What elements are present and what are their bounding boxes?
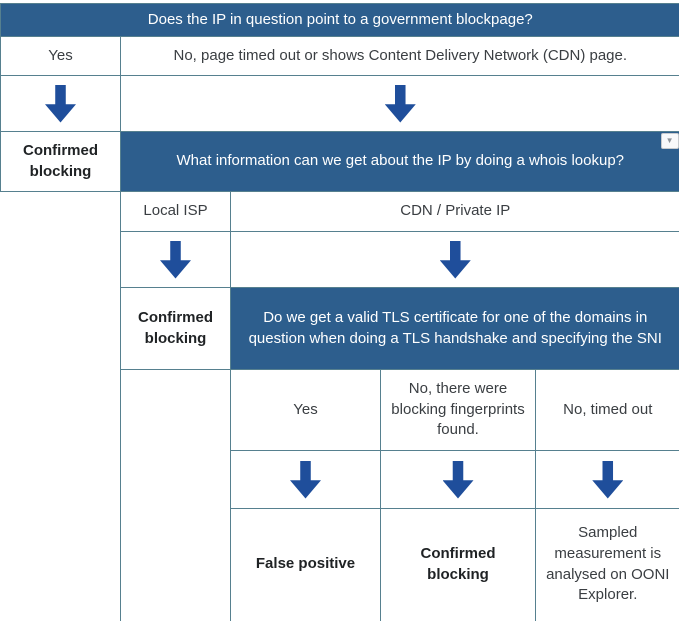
q3-answer-yes: Yes bbox=[230, 369, 381, 451]
q1-yes-arrow-cell bbox=[0, 75, 121, 132]
q3-fingerprints-outcome: Confirmed blocking bbox=[380, 508, 536, 621]
q2-answer-cdn: CDN / Private IP bbox=[229, 191, 679, 232]
q1-answer-no: No, page timed out or shows Content Deli… bbox=[119, 36, 679, 76]
q3-yes-arrow-cell bbox=[230, 450, 381, 509]
decision-flowchart-table: Does the IP in question point to a gover… bbox=[0, 3, 679, 621]
question-1-header: Does the IP in question point to a gover… bbox=[0, 3, 679, 37]
down-arrow-icon bbox=[439, 240, 471, 279]
down-arrow-icon bbox=[160, 240, 191, 279]
question-3-text: Do we get a valid TLS certificate for on… bbox=[248, 308, 662, 347]
q3-answer-fingerprints: No, there were blocking fingerprints fou… bbox=[380, 369, 536, 451]
question-1-text: Does the IP in question point to a gover… bbox=[147, 10, 533, 28]
q3-timeout-outcome: Sampled measurement is analysed on OONI … bbox=[534, 508, 679, 621]
q2-cdn-arrow-cell bbox=[229, 231, 679, 288]
down-arrow-icon bbox=[384, 84, 416, 123]
down-arrow-icon bbox=[592, 460, 624, 499]
empty-left-column bbox=[1, 192, 121, 621]
q2-answer-local-isp: Local ISP bbox=[120, 191, 231, 232]
q1-no-arrow-cell bbox=[119, 75, 679, 132]
dropdown-caret-icon: ▼ bbox=[665, 136, 674, 145]
down-arrow-icon bbox=[290, 460, 321, 499]
q3-yes-outcome: False positive bbox=[230, 508, 381, 621]
question-3-header: Do we get a valid TLS certificate for on… bbox=[229, 287, 679, 370]
q3-fingerprints-arrow-cell bbox=[380, 450, 536, 509]
question-2-text: What information can we get about the IP… bbox=[176, 152, 625, 170]
question-2-header: What information can we get about the IP… bbox=[119, 131, 679, 192]
q3-timeout-arrow-cell bbox=[534, 450, 679, 509]
down-arrow-icon bbox=[442, 460, 474, 499]
q1-yes-outcome: Confirmed blocking bbox=[0, 131, 121, 192]
down-arrow-icon bbox=[45, 84, 76, 123]
q3-answer-timeout: No, timed out bbox=[534, 369, 679, 451]
q1-answer-yes: Yes bbox=[0, 36, 121, 76]
empty-second-column bbox=[120, 369, 231, 621]
q2-local-isp-arrow-cell bbox=[120, 231, 231, 288]
dropdown-caret-button[interactable]: ▼ bbox=[660, 133, 679, 149]
q2-local-isp-outcome: Confirmed blocking bbox=[120, 287, 231, 370]
